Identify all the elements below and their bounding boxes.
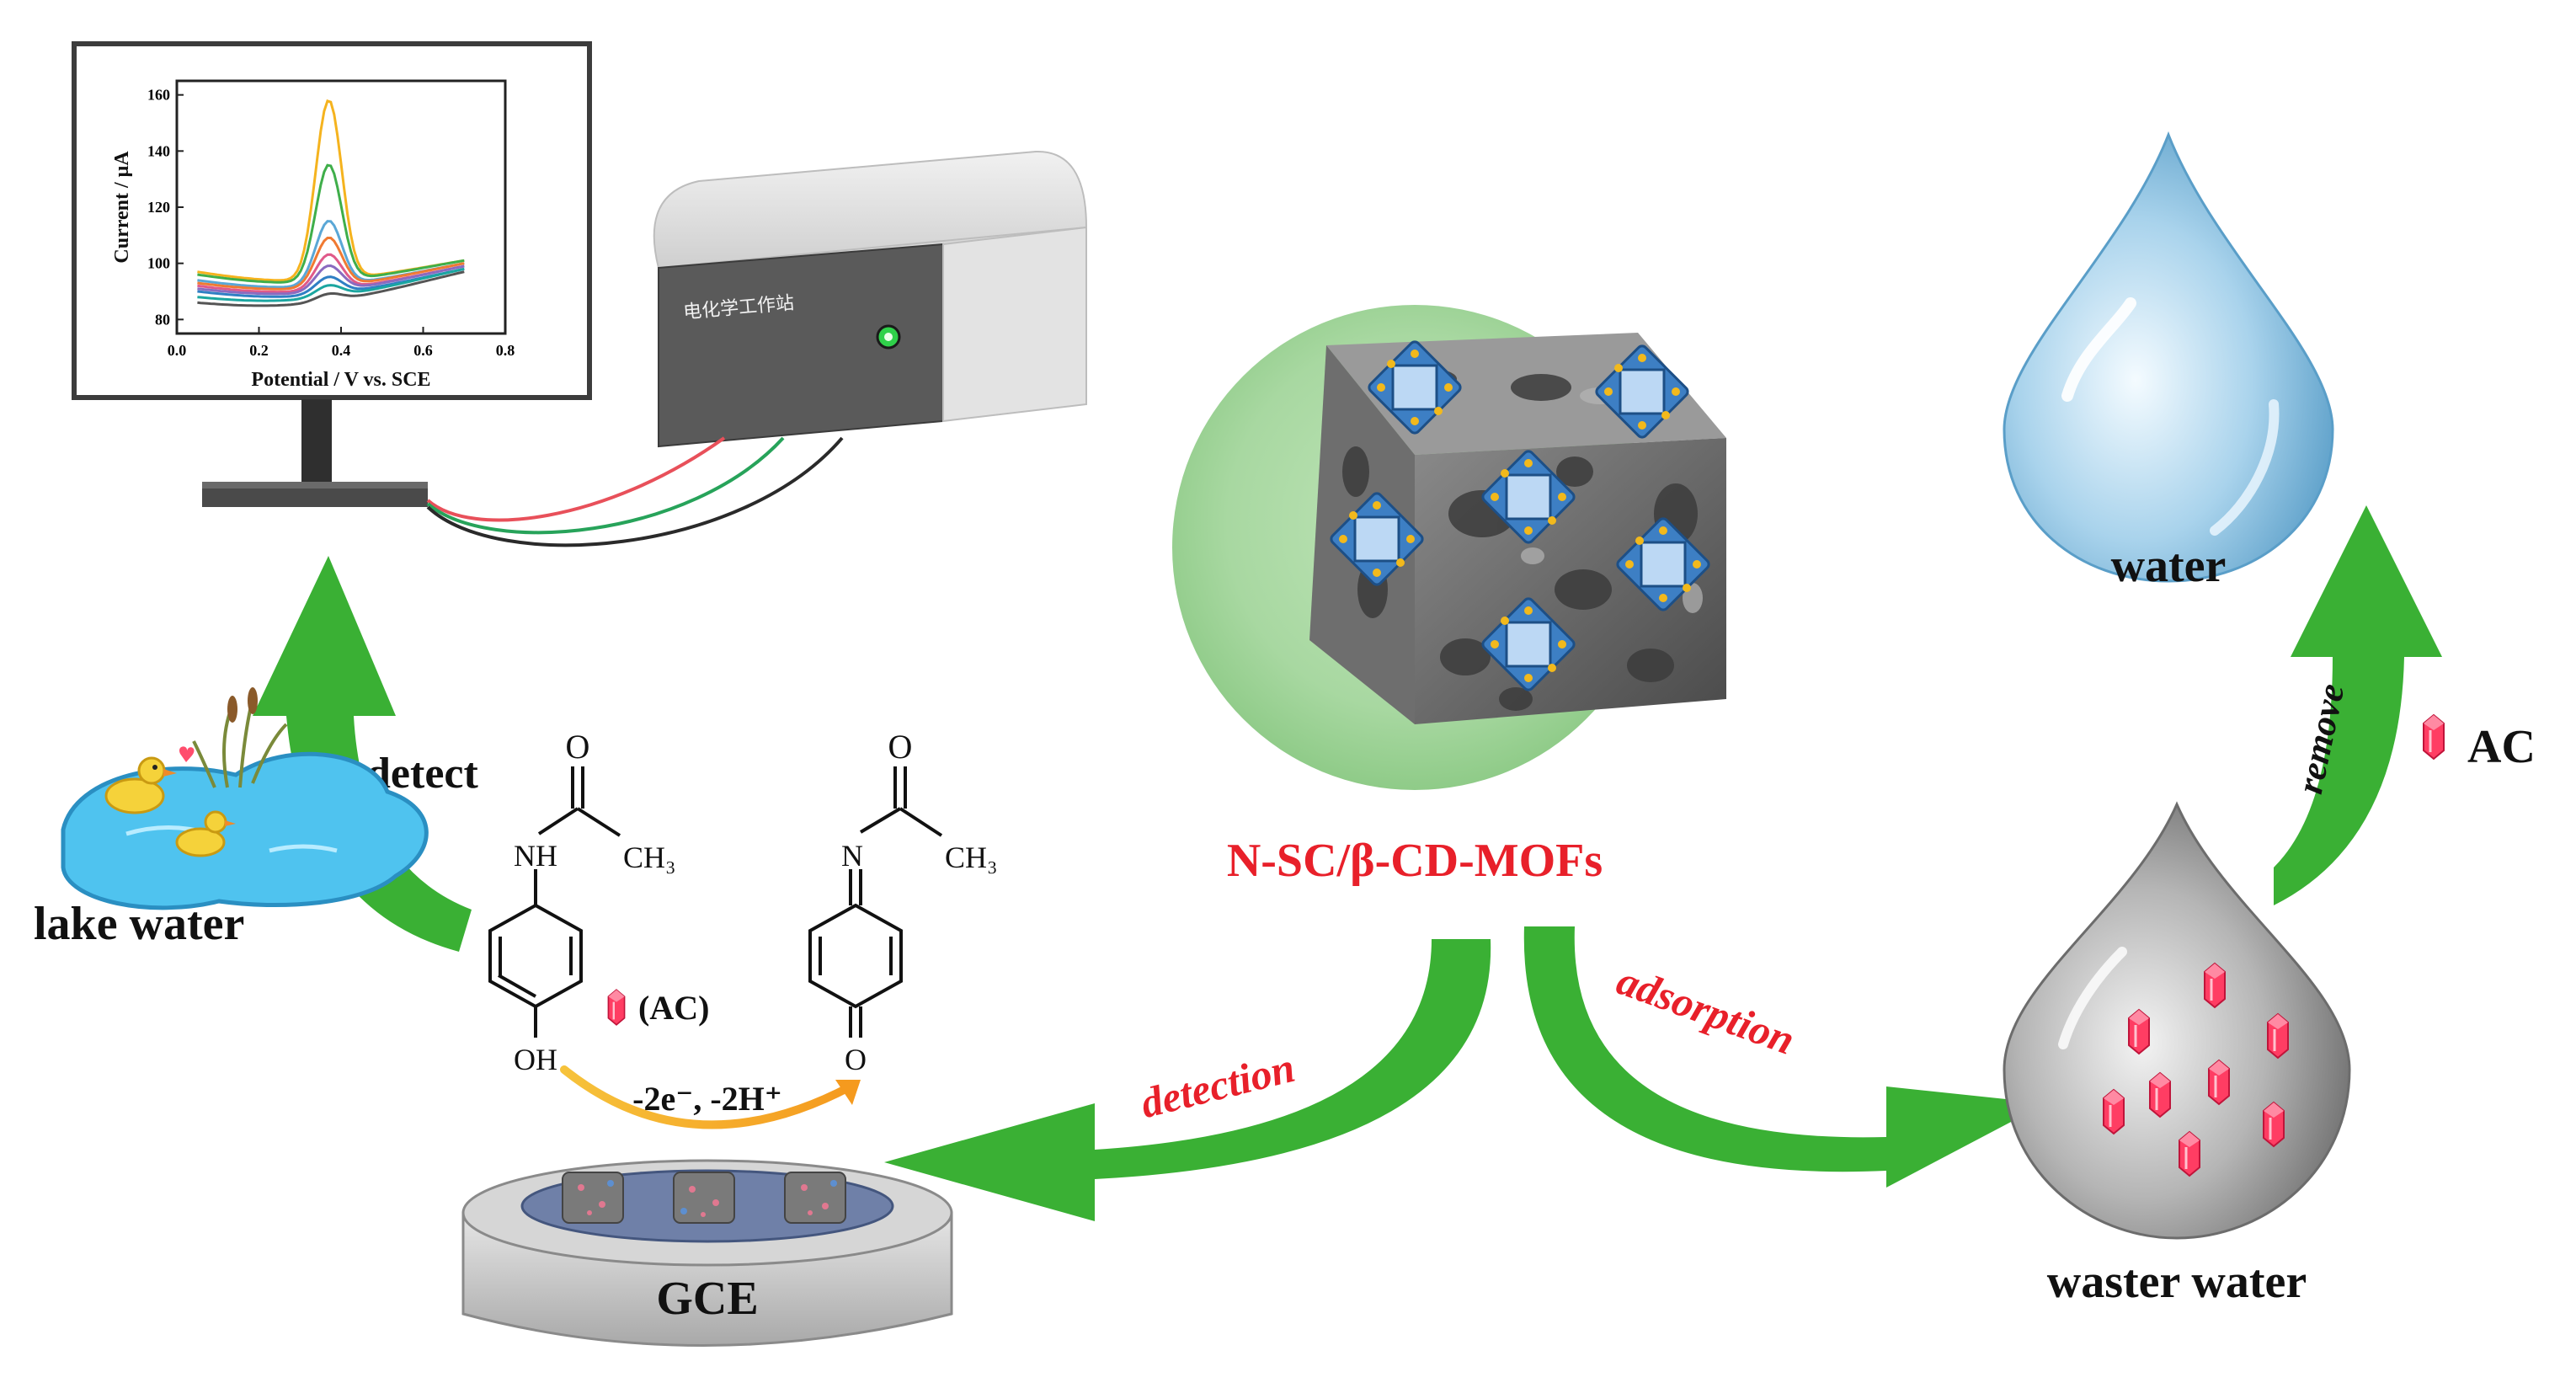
- mol-left-o: O: [566, 728, 590, 766]
- y-tick-label: 120: [147, 199, 170, 216]
- y-tick-label: 80: [155, 311, 170, 328]
- waste-water-label: waster water: [2047, 1256, 2307, 1308]
- material-particle: [1172, 305, 1726, 790]
- heart-icon: [179, 746, 195, 762]
- adsorption-label: adsorption: [1611, 956, 1800, 1064]
- acetaminophen-molecule: [488, 766, 621, 1038]
- duckling-icon: [175, 810, 236, 857]
- series-line-4: [197, 237, 465, 291]
- electrochemical-workstation: 电化学工作站: [653, 150, 1088, 448]
- water-label: water: [2111, 540, 2227, 592]
- y-tick-label: 160: [147, 87, 170, 104]
- series-line-6: [197, 264, 465, 296]
- ac-crystal-icon: [2422, 713, 2445, 761]
- adsorption-arrow: [1523, 926, 2046, 1188]
- ac-reaction-label: (AC): [638, 989, 709, 1027]
- red-cable: [426, 436, 726, 522]
- dpv-chart: 0.0 0.2 0.4 0.6 0.8 80 100 120 140 160 Potential …: [111, 79, 515, 391]
- detect-arrow: [253, 556, 472, 952]
- gce-electrode: GCE: [461, 1159, 953, 1347]
- chart-curves: [197, 99, 465, 307]
- mol-right-o-top: O: [888, 728, 913, 766]
- chart-x-label: Potential / V vs. SCE: [251, 369, 430, 391]
- mol-left-ch3: CH₃: [623, 841, 676, 874]
- clean-water-drop: [2003, 131, 2334, 583]
- monitor-neck: [301, 399, 332, 492]
- lake-water-label: lake water: [34, 898, 244, 950]
- x-tick-label: 0.0: [168, 342, 187, 359]
- ac-legend: AC: [2422, 713, 2536, 773]
- series-line-9: [197, 270, 465, 307]
- reeds-icon: [192, 698, 288, 788]
- ac-reaction-crystal-icon: [607, 989, 626, 1027]
- napqi-molecule: [808, 766, 943, 1038]
- x-tick-label: 0.6: [413, 342, 433, 359]
- ac-legend-label: AC: [2467, 721, 2536, 773]
- mol-right-ch3: CH₃: [945, 841, 998, 874]
- reaction-arrow: [560, 1065, 861, 1129]
- y-tick-label: 140: [147, 142, 170, 159]
- x-tick-label: 0.4: [332, 342, 351, 359]
- cables: [426, 436, 844, 547]
- black-cable: [426, 436, 844, 547]
- detection-label: detection: [1136, 1044, 1299, 1127]
- duck-icon: [104, 756, 177, 814]
- material-label: N-SC/β-CD-MOFs: [1227, 835, 1603, 887]
- reaction-label: -2e⁻, -2H⁺: [632, 1080, 782, 1118]
- mol-right-n: N: [841, 839, 863, 873]
- green-cable: [426, 436, 785, 535]
- mol-left-nh: NH: [514, 839, 557, 873]
- remove-arrow: [2274, 505, 2442, 905]
- lake-illustration: [61, 687, 429, 910]
- workstation-front-panel: [658, 243, 944, 448]
- mol-right-o-bottom: O: [845, 1043, 867, 1076]
- monitor: 0.0 0.2 0.4 0.6 0.8 80 100 120 140 160 Potential …: [72, 41, 592, 507]
- chart-ticks: 0.0 0.2 0.4 0.6 0.8 80 100 120 140 160: [147, 87, 515, 359]
- x-tick-label: 0.8: [496, 342, 515, 359]
- series-line-8: [197, 267, 465, 302]
- detection-arrow: [884, 939, 1491, 1221]
- y-tick-label: 100: [147, 255, 170, 272]
- x-tick-label: 0.2: [249, 342, 269, 359]
- gce-label: GCE: [656, 1273, 758, 1325]
- waste-water-drop: [2003, 801, 2351, 1240]
- chart-y-label: Current / μA: [111, 151, 133, 264]
- modified-particles: [562, 1172, 846, 1224]
- mol-left-oh: OH: [514, 1043, 557, 1076]
- series-line-2: [197, 163, 465, 284]
